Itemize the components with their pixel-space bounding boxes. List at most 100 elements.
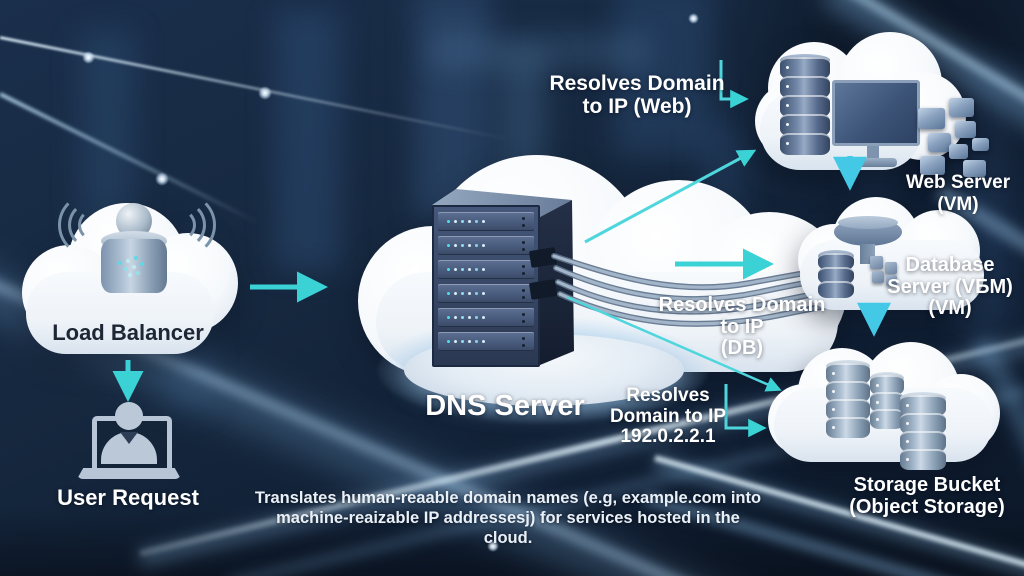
segment-dot — [876, 401, 879, 404]
square — [972, 138, 989, 151]
node-label-line: Server (VБM) — [887, 275, 1013, 298]
server-unit — [438, 284, 534, 303]
annotation-line: to IP (Web) — [582, 95, 692, 119]
cylinder-segment — [818, 281, 854, 298]
signal-arc-icon — [58, 193, 122, 257]
square — [920, 156, 945, 175]
annotation-line: to IP — [720, 315, 764, 338]
data-dots — [118, 261, 122, 265]
cube-icon — [872, 271, 884, 283]
node-label-line: Database — [905, 254, 995, 276]
segment-dot — [786, 85, 789, 88]
cylinder-segment — [900, 431, 946, 452]
screw-dots — [522, 241, 525, 244]
background-panel — [275, 10, 340, 270]
cylinder-segment — [780, 76, 830, 98]
apps-squares-icon — [918, 98, 992, 178]
led-lights — [447, 268, 450, 271]
storage-bucket-label: Storage Bucket (Object Storage) — [849, 474, 1005, 518]
arrow-dns-to-storage — [566, 295, 782, 392]
web-server-icon — [778, 52, 923, 172]
segment-dot — [786, 104, 789, 107]
glow-node — [258, 86, 272, 100]
segment-dot — [876, 384, 879, 387]
square — [955, 121, 976, 138]
caption-line: Translates human-reaable domain names (e… — [254, 489, 762, 507]
cylinder-segment — [780, 95, 830, 117]
cylinder-segment — [780, 114, 830, 136]
web-server-label: Web Server (VM) — [906, 172, 1010, 216]
square — [963, 160, 986, 177]
led-lights — [447, 340, 450, 343]
glow-node — [82, 51, 95, 64]
cylinder-segment — [826, 363, 870, 384]
node-label-line: Storage Bucket — [853, 474, 1001, 496]
annotation-resolve-storage: Resolves Domain to IP 192.0.2.2.1 — [609, 385, 727, 448]
cylinder-segment — [870, 392, 904, 412]
user-request-label: User Request — [57, 485, 199, 510]
segment-dot — [832, 372, 835, 375]
server-unit — [438, 332, 534, 351]
server-unit — [438, 212, 534, 231]
segment-dot — [786, 123, 789, 126]
load-balancer-icon — [58, 193, 216, 310]
segment-dot — [786, 142, 789, 145]
led-lights — [447, 292, 450, 295]
user-request-icon — [76, 402, 186, 487]
database-server-label: Database Server (VБM) (VM) — [887, 254, 1013, 320]
server-unit — [438, 236, 534, 255]
annotation-line: Domain to IP — [609, 405, 727, 427]
cylinder-segment — [818, 267, 854, 284]
glow-node — [688, 13, 699, 24]
laptop-base — [77, 468, 181, 479]
caption-line: machine-reaizable IP addressesj) for ser… — [276, 509, 740, 548]
arrow-dns-to-web — [584, 149, 757, 244]
segment-dot — [786, 66, 789, 69]
annotation-line: 192.0.2.2.1 — [620, 426, 716, 448]
led-lights — [447, 220, 450, 223]
storage-tower-icon — [826, 360, 870, 438]
cylinder-segment — [826, 417, 870, 438]
server-unit — [438, 308, 534, 327]
node-label-line: (VM) — [928, 297, 972, 320]
segment-dot — [906, 404, 909, 407]
annotation-line: Resolves Domain — [549, 72, 725, 95]
monitor-base — [849, 158, 897, 167]
person-head — [115, 402, 143, 430]
node-label-line: (Object Storage) — [849, 496, 1005, 518]
storage-bucket-icon — [820, 358, 960, 473]
cylinder-segment — [826, 399, 870, 420]
cube-icon — [870, 256, 883, 269]
cylinder-segment — [870, 375, 904, 395]
monitor-stand — [867, 146, 879, 159]
cylinder-segment — [900, 395, 946, 416]
cylinder-segment — [818, 253, 854, 270]
caption-text: Translates human-reaable domain names (e… — [250, 488, 766, 548]
screw-dots — [522, 217, 525, 220]
cylinder-segment — [826, 381, 870, 402]
monitor-icon — [832, 80, 920, 146]
cylinder-segment — [900, 449, 946, 470]
dns-server-label: DNS Server — [425, 390, 585, 422]
arrow-resolvestorage-elbow — [724, 384, 767, 438]
cylinder-body — [101, 239, 167, 293]
cylinder-segment — [870, 409, 904, 429]
screw-dots — [522, 289, 525, 292]
segment-dot — [876, 418, 879, 421]
segment-dot — [906, 458, 909, 461]
square — [949, 144, 968, 159]
led-lights — [447, 244, 450, 247]
load-balancer-label: Load Balancer — [52, 320, 204, 345]
signal-arc-icon — [152, 193, 216, 257]
annotation-resolve-web: Resolves Domain to IP (Web) — [549, 72, 724, 118]
annotation-line: Resolves — [626, 385, 710, 406]
rack-front-face — [432, 205, 540, 367]
segment-dot — [832, 390, 835, 393]
square — [928, 133, 951, 152]
square — [918, 108, 945, 129]
annotation-line: (DB) — [720, 337, 764, 360]
storage-tower-icon — [870, 372, 904, 429]
router-disk-top — [838, 216, 898, 229]
